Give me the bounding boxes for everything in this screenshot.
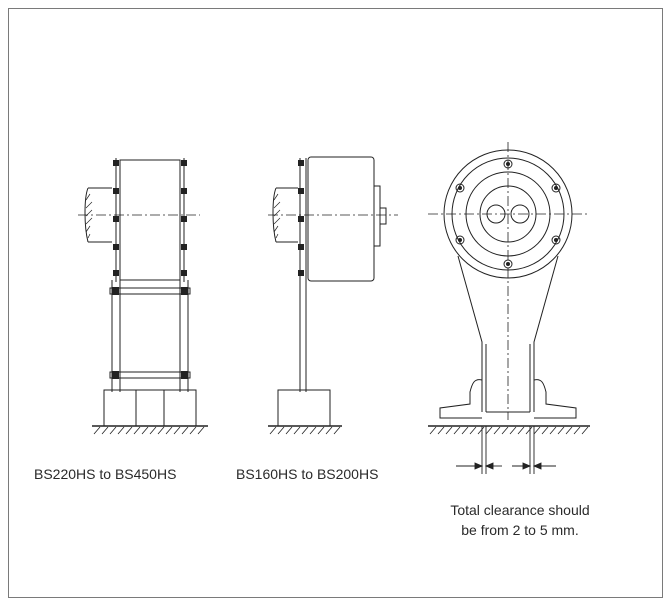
clearance-note-line1: Total clearance should <box>450 502 590 518</box>
drawing-bs160-bs200 <box>268 156 398 435</box>
clearance-note-line2: be from 2 to 5 mm. <box>461 522 579 538</box>
figure-frame <box>8 8 663 598</box>
clearance-dimension <box>456 426 556 474</box>
caption-bs160-bs200: BS160HS to BS200HS <box>236 466 379 482</box>
drawing-bs220-bs450 <box>78 158 208 435</box>
clearance-note: Total clearance should be from 2 to 5 mm… <box>405 500 635 540</box>
drawing-front-view <box>428 142 590 474</box>
caption-bs220-bs450: BS220HS to BS450HS <box>34 466 177 482</box>
